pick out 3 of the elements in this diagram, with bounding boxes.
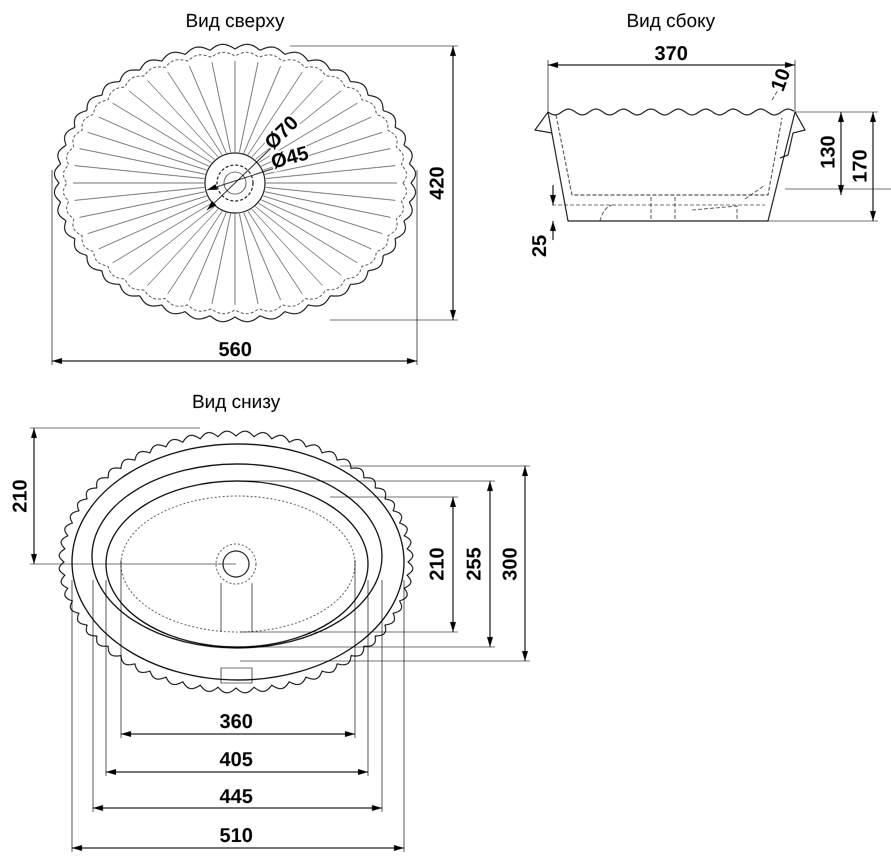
- view-title: Вид снизу: [192, 392, 280, 412]
- view-title: Вид сверху: [186, 12, 284, 30]
- view-title: Вид сбоку: [626, 12, 716, 30]
